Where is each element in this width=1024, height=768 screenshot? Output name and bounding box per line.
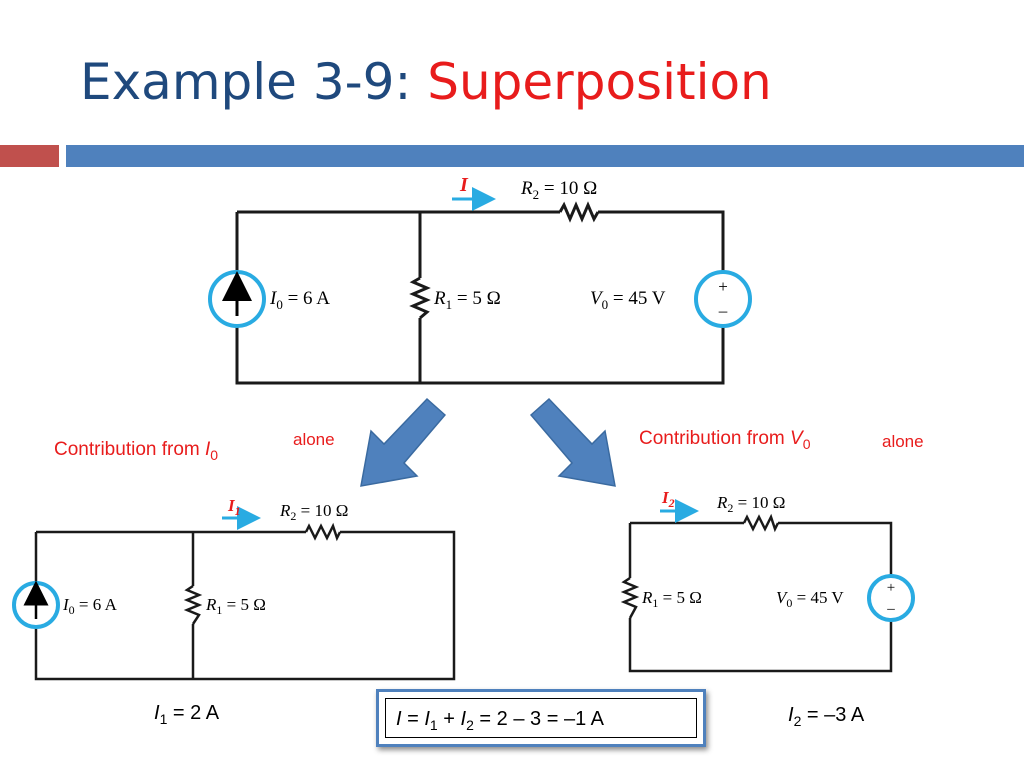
left-caption-suffix: alone bbox=[293, 430, 335, 449]
main-r1-label: R1 = 5 Ω bbox=[433, 288, 501, 312]
title-prefix: Example 3-9: bbox=[80, 53, 428, 111]
right-r2-label: R2 = 10 Ω bbox=[716, 493, 785, 515]
right-minus-sign: – bbox=[886, 601, 895, 617]
right-r1-label: R1 = 5 Ω bbox=[641, 588, 702, 610]
final-result-equation: I = I1 + I2 = 2 – 3 = –1 A bbox=[396, 708, 604, 733]
right-caption: Contribution from V0 bbox=[639, 428, 811, 452]
main-wires bbox=[235, 210, 725, 385]
main-current-label: I bbox=[459, 174, 469, 196]
left-circuit: I1 R2 = 10 Ω I0 = 6 A R1 = 5 Ω bbox=[12, 496, 456, 681]
left-r2-label: R2 = 10 Ω bbox=[279, 501, 348, 523]
main-minus-sign: – bbox=[718, 301, 728, 320]
left-wires bbox=[34, 530, 456, 681]
left-result: I1 = 2 A bbox=[154, 702, 220, 727]
main-r2-label: R2 = 10 Ω bbox=[520, 178, 597, 202]
final-result-box bbox=[376, 689, 706, 747]
right-circuit: + – I2 R2 = 10 Ω R1 = 5 Ω V0 = 45 V bbox=[620, 488, 915, 673]
accent-bar-red bbox=[0, 145, 59, 167]
right-r1-resistor bbox=[620, 576, 640, 619]
right-r2-resistor bbox=[742, 513, 780, 533]
main-i0-label: I0 = 6 A bbox=[269, 288, 330, 312]
final-result-inner-border bbox=[385, 698, 697, 738]
right-voltage-source-icon bbox=[867, 574, 915, 622]
title-topic: Superposition bbox=[427, 53, 772, 111]
right-result: I2 = –3 A bbox=[788, 704, 865, 729]
slide-title: Example 3-9: Superposition bbox=[80, 52, 772, 112]
arrow-to-left-circuit-icon bbox=[360, 397, 447, 487]
main-plus-sign: + bbox=[718, 277, 728, 296]
left-r1-label: R1 = 5 Ω bbox=[205, 595, 266, 617]
accent-bar-blue bbox=[66, 145, 1024, 167]
right-caption-suffix: alone bbox=[882, 432, 924, 451]
left-current-label: I1 bbox=[227, 496, 241, 518]
left-r2-resistor bbox=[304, 522, 342, 542]
right-plus-sign: + bbox=[887, 580, 895, 596]
left-r1-resistor bbox=[183, 584, 203, 625]
main-r1-resistor bbox=[409, 276, 431, 320]
left-caption: Contribution from I0 bbox=[54, 439, 219, 463]
main-v0-label: V0 = 45 V bbox=[590, 288, 666, 312]
arrow-to-right-circuit-icon bbox=[529, 397, 616, 487]
right-current-label: I2 bbox=[661, 488, 675, 510]
main-r2-resistor bbox=[558, 201, 600, 223]
right-v0-label: V0 = 45 V bbox=[776, 588, 844, 610]
main-voltage-source-icon bbox=[694, 270, 752, 328]
main-circuit: + – I R2 = 10 Ω I0 = 6 A R1 = 5 Ω V0 = 4… bbox=[208, 174, 752, 385]
left-i0-label: I0 = 6 A bbox=[62, 595, 118, 617]
